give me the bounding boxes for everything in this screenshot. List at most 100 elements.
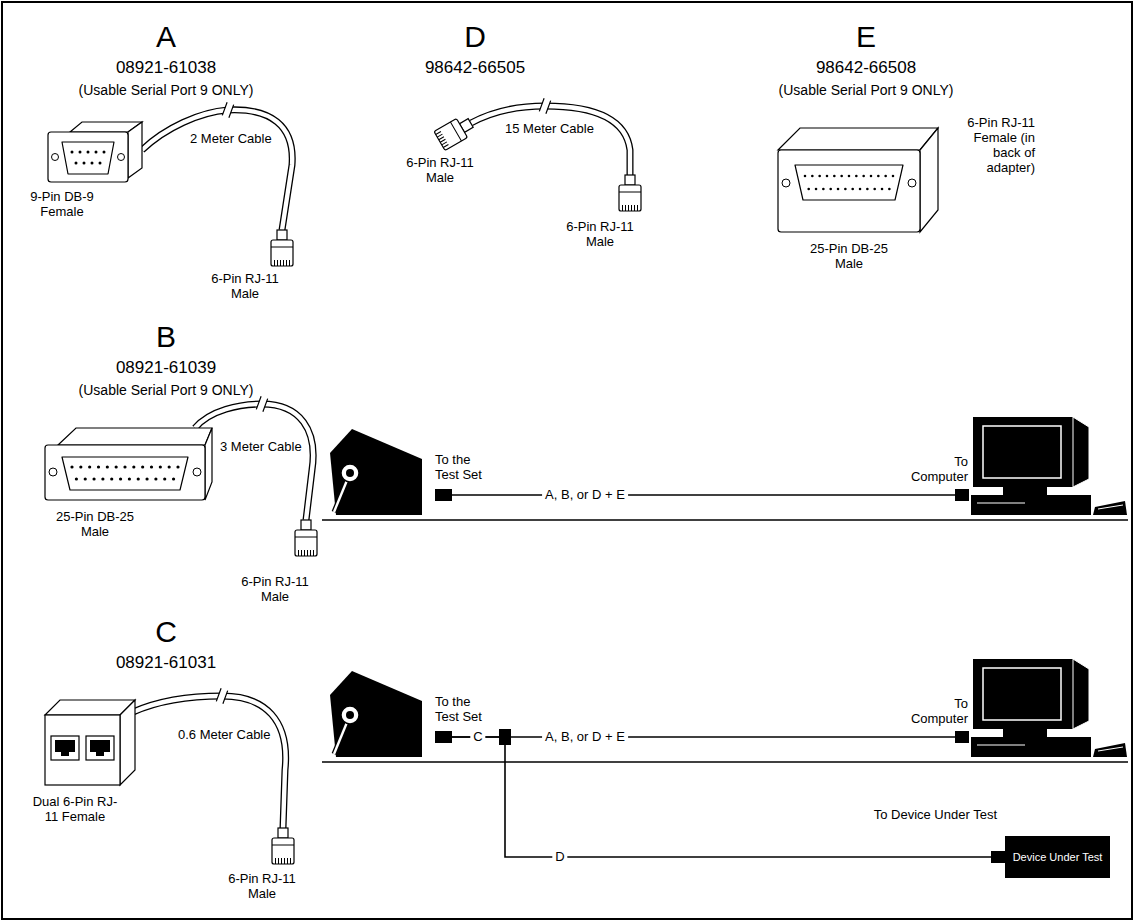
cable-length: 15 Meter Cable bbox=[505, 122, 594, 137]
node-heading: To Device Under Test bbox=[874, 808, 997, 823]
computer: To Computer bbox=[955, 657, 1128, 762]
connector-hood bbox=[58, 428, 212, 445]
panel-letter: B bbox=[156, 320, 176, 355]
cable-label: D bbox=[552, 850, 567, 865]
computer-picture bbox=[955, 417, 1127, 515]
connector-label: 6-Pin RJ-11 Male bbox=[223, 872, 301, 902]
cable bbox=[195, 404, 313, 520]
splitter-body bbox=[45, 715, 120, 785]
ground-line bbox=[322, 519, 1128, 520]
connector-label: 6-Pin RJ-11 Male bbox=[401, 156, 479, 186]
pins bbox=[72, 465, 178, 468]
rj11-jack bbox=[96, 752, 104, 756]
screw bbox=[908, 179, 916, 187]
break-mark bbox=[539, 98, 550, 114]
screw bbox=[782, 179, 790, 187]
screw bbox=[49, 468, 57, 476]
cable bbox=[133, 696, 286, 828]
cable bbox=[142, 110, 292, 230]
computer-picture bbox=[955, 659, 1127, 757]
break-mark bbox=[216, 688, 227, 704]
test-set-picture bbox=[330, 429, 452, 515]
test-set: To the Test Set bbox=[322, 415, 452, 520]
part-number: 08921-61038 bbox=[116, 58, 216, 78]
test-set: To the Test Set bbox=[322, 657, 452, 762]
rj11-plug bbox=[271, 230, 293, 266]
connector-label: 6-Pin RJ-11 Male bbox=[561, 220, 639, 250]
rj11-cable bbox=[434, 98, 641, 211]
connector-shell bbox=[62, 457, 188, 490]
break-mark bbox=[222, 102, 233, 118]
screw bbox=[193, 468, 201, 476]
rj11-jack bbox=[86, 736, 114, 760]
test-set-picture bbox=[322, 657, 452, 762]
computer-picture bbox=[955, 415, 1128, 520]
connector-label: 6-Pin RJ-11 Male bbox=[236, 575, 314, 605]
cable-length: 0.6 Meter Cable bbox=[178, 728, 271, 743]
part-number: 98642-66505 bbox=[425, 58, 525, 78]
connector-flange bbox=[778, 150, 920, 232]
node-label: To the Test Set bbox=[435, 453, 493, 483]
node-label: To the Test Set bbox=[435, 695, 493, 725]
rj11-plug bbox=[619, 175, 641, 211]
cable-label: A, B, or D + E bbox=[542, 730, 628, 745]
db9-cable bbox=[48, 102, 293, 266]
panel-letter: D bbox=[464, 20, 486, 55]
usage-note: (Usable Serial Port 9 ONLY) bbox=[779, 82, 954, 98]
rj11-jack bbox=[90, 740, 110, 752]
test-set-picture bbox=[330, 671, 452, 757]
node-label: To Computer bbox=[902, 697, 968, 727]
connector-flange bbox=[45, 445, 205, 500]
cable bbox=[133, 696, 286, 828]
pins bbox=[809, 188, 890, 191]
cable-label: A, B, or D + E bbox=[542, 488, 628, 503]
usage-note: (Usable Serial Port 9 ONLY) bbox=[79, 382, 254, 398]
pin-holes bbox=[72, 151, 104, 154]
panel-letter: E bbox=[856, 20, 876, 55]
cable bbox=[471, 106, 630, 175]
cable-connector bbox=[452, 736, 955, 738]
connector-hood bbox=[205, 428, 212, 500]
pins bbox=[805, 175, 893, 178]
splitter-body bbox=[120, 700, 135, 785]
connector-label: 6-Pin RJ-11 Male bbox=[206, 272, 284, 302]
screw bbox=[118, 154, 125, 161]
splitter-cable bbox=[45, 688, 294, 864]
rj11-plug bbox=[272, 828, 294, 864]
test-set-picture bbox=[322, 415, 452, 520]
node-label: Device Under Test bbox=[1013, 851, 1103, 864]
screw bbox=[52, 154, 59, 161]
computer: To Computer bbox=[955, 415, 1128, 520]
rj11-plug bbox=[295, 520, 317, 556]
rj11-plug bbox=[434, 113, 476, 150]
adapter-body bbox=[920, 128, 938, 232]
connector-shell bbox=[62, 142, 114, 174]
computer-picture bbox=[955, 657, 1128, 762]
pin-holes bbox=[76, 162, 100, 165]
rj11-jack bbox=[61, 752, 69, 756]
cable-connector bbox=[452, 494, 955, 496]
adapter-body bbox=[778, 128, 938, 150]
cable-connector bbox=[452, 737, 1005, 857]
connector-label: Dual 6-Pin RJ-11 Female bbox=[32, 795, 118, 825]
db25-adapter bbox=[778, 128, 938, 232]
connector-label: 9-Pin DB-9 Female bbox=[23, 190, 101, 220]
cable-label: C bbox=[470, 730, 485, 745]
usage-note: (Usable Serial Port 9 ONLY) bbox=[79, 82, 254, 98]
part-number: 08921-61031 bbox=[116, 653, 216, 673]
connector-label: 25-Pin DB-25 Male bbox=[803, 242, 895, 272]
pins bbox=[76, 477, 173, 480]
cable bbox=[471, 106, 630, 175]
cable-length: 3 Meter Cable bbox=[220, 440, 302, 455]
part-number: 98642-66508 bbox=[816, 58, 916, 78]
rj11-jack bbox=[51, 736, 79, 760]
connector-label: 25-Pin DB-25 Male bbox=[49, 510, 141, 540]
device-under-test: To Device Under TestDevice Under Test bbox=[1005, 836, 1110, 878]
connector-flange bbox=[48, 132, 128, 182]
break-mark bbox=[256, 396, 267, 412]
connector-shell bbox=[795, 165, 903, 200]
panel-letter: C bbox=[155, 615, 177, 650]
panel-letter: A bbox=[156, 20, 176, 55]
